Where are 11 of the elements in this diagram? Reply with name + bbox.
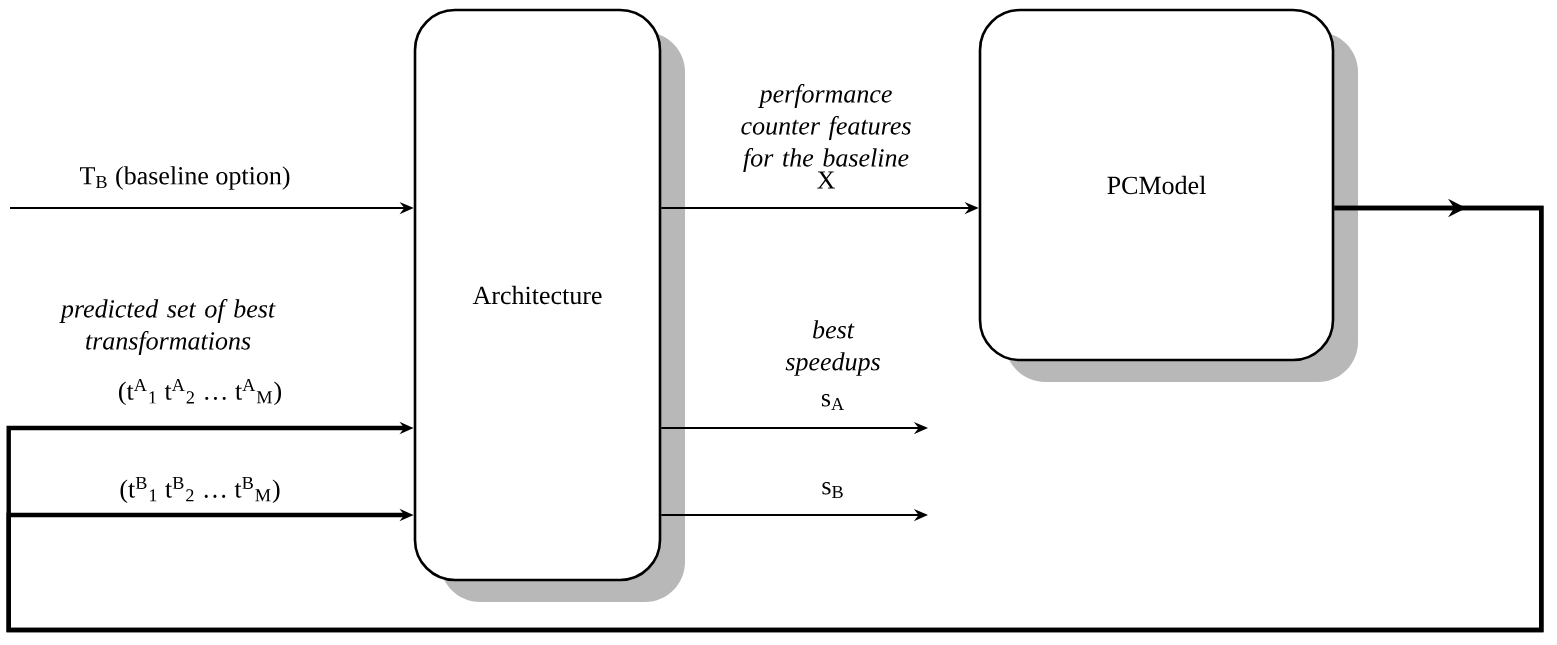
edge-label: s$_{A}$ [821,394,844,410]
edge-label: s$_{B}$ [822,482,843,498]
edge-label: (t$^{B}$$_{1}$ t$^{B}$$_{2}$ … t$^{B}$$_{M}$) [120,476,280,504]
note-text: best speedups [785,320,880,376]
block-box: Architecture [413,8,685,602]
block-box: PCModel [978,8,1358,382]
edge-label: T$_{B}$ (baseline option) [80,166,290,190]
edge-label: X [817,171,835,189]
note-text: performance counter features for the baseline [741,84,911,172]
edge-label: (t$^{A}$$_{1}$ t$^{A}$$_{2}$ … t$^{A}$$_{M}$) [119,378,282,406]
note-text: predicted set of best transformations [59,299,276,355]
